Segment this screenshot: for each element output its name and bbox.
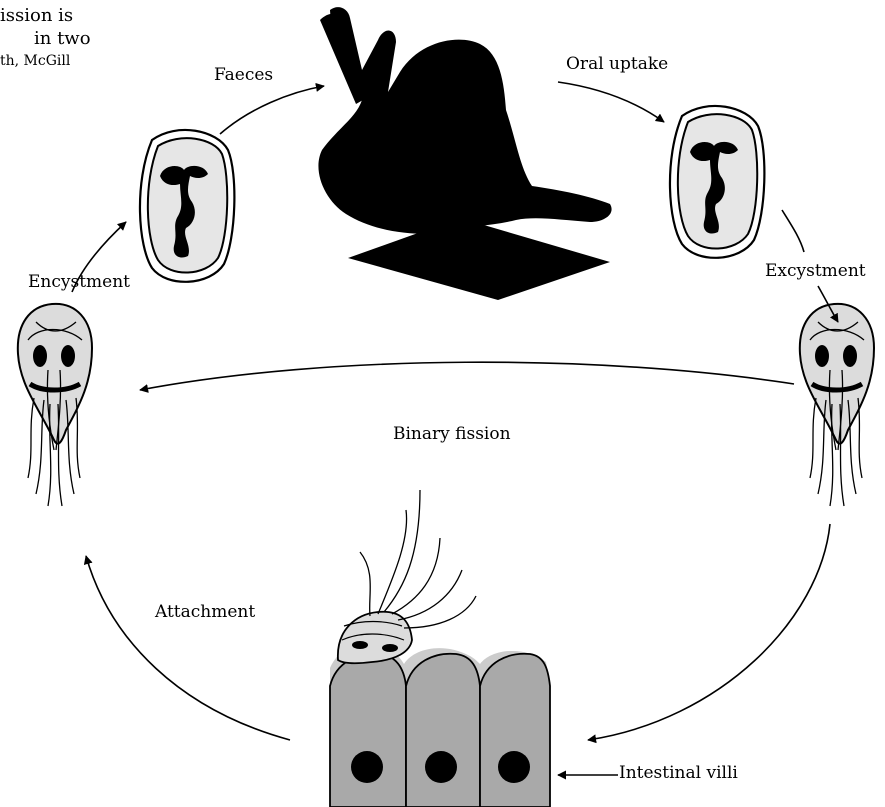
line-excystment-upper bbox=[782, 210, 804, 252]
villi-cell-1 bbox=[330, 654, 406, 807]
cyst-right bbox=[670, 106, 764, 258]
arrow-faeces bbox=[220, 86, 324, 134]
villi-nucleus-3 bbox=[498, 751, 530, 783]
attached-trophozoite bbox=[338, 490, 476, 663]
villi-cell-2 bbox=[406, 654, 480, 807]
trophozoite-left bbox=[18, 304, 92, 506]
cyst-left bbox=[140, 130, 234, 282]
villi-nucleus-1 bbox=[351, 751, 383, 783]
raised-leg bbox=[320, 14, 370, 104]
arrow-binary-fission bbox=[140, 362, 794, 390]
human-silhouette bbox=[318, 7, 611, 300]
villi-nucleus-2 bbox=[425, 751, 457, 783]
arrow-to-villi bbox=[588, 524, 830, 740]
figure-body bbox=[318, 7, 611, 252]
intestinal-villi-cells bbox=[330, 644, 550, 807]
mat bbox=[348, 218, 610, 300]
arrow-attachment bbox=[86, 556, 290, 740]
villi-cell-3 bbox=[480, 654, 550, 807]
arrow-encystment bbox=[72, 222, 126, 292]
arrow-oral-uptake bbox=[558, 82, 664, 122]
trophozoite-right bbox=[800, 304, 874, 506]
